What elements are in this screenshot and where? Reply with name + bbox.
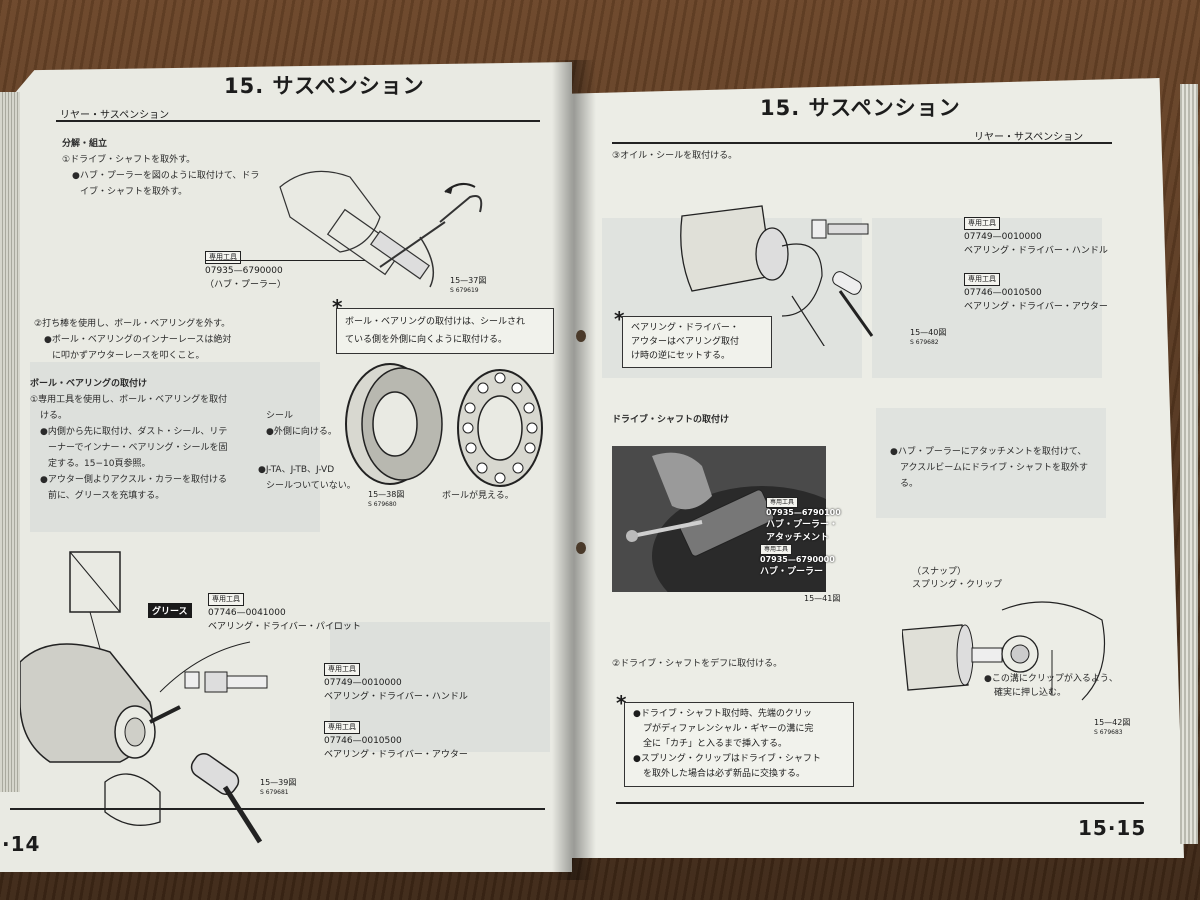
figure-15-42: 15—42図 S 679683: [1094, 718, 1131, 736]
caution-star-icon: *: [616, 691, 627, 715]
special-tool-badge: 専用工具: [964, 217, 1000, 230]
seal-label: シール ●外側に向ける。: [266, 411, 337, 437]
hub-attachment-note: ●ハブ・プーラーにアタッチメントを取付けて、 アクスルビームにドライブ・シャフト…: [890, 447, 1089, 489]
section-header: リヤー・サスペンション: [974, 132, 1084, 143]
hub-puller-photo: [612, 446, 826, 592]
figure-15-39: 15—39図 S 679681: [260, 778, 297, 796]
heading-bearing-install: ボール・ベアリングの取付け: [30, 379, 148, 389]
special-tool-badge: 専用工具: [205, 251, 241, 264]
print-tint: [876, 408, 1106, 518]
page-title: 15. サスペンション: [760, 96, 961, 120]
special-tool-badge: 専用工具: [964, 273, 1000, 286]
figure-15-41: 15—41図: [804, 594, 841, 603]
step2-text: ②打ち棒を使用し、ボール・ベアリングを外す。 ●ボール・ベアリングのインナーレー…: [34, 319, 232, 361]
tool-name: ベアリング・ドライバー・パイロット: [208, 622, 361, 632]
spring-clip-callout: （スナップ） スプリング・クリップ: [912, 566, 1002, 592]
hub-puller-drawing: [279, 170, 483, 288]
grease-label: グリース: [148, 603, 192, 618]
oil-seal-drawing: [680, 205, 874, 346]
tool-name: アタッチメント: [766, 533, 830, 543]
print-tint: [330, 622, 550, 752]
special-tool-badge: 専用工具: [766, 497, 799, 508]
special-tool-badge: 専用工具: [208, 593, 244, 606]
snap-label: （スナップ）: [912, 567, 967, 577]
figure-15-38: 15—38図 S 679680: [368, 490, 405, 508]
tool-number: 07749—0010000: [964, 232, 1042, 242]
tool-number: 07935—6790100: [766, 508, 841, 517]
tool-number: 07746—0010500: [964, 288, 1042, 298]
step1-text: ①ドライブ・シャフトを取外す。 ●ハブ・プーラーを図のように取付けて、ドラ イブ…: [62, 155, 260, 197]
binding-hole: [576, 330, 586, 342]
special-tool-badge: 専用工具: [324, 721, 360, 734]
tool-callout-handle: 専用工具 07749—0010000 ベアリング・ドライバー・ハンドル: [324, 656, 468, 704]
figure-15-40: 15—40図 S 679682: [910, 328, 947, 346]
footer-rule: [10, 808, 545, 810]
tool-callout-pilot: 専用工具 07746—0041000 ベアリング・ドライバー・パイロット: [208, 586, 361, 634]
tool-number: 07935—6790000: [205, 266, 283, 276]
install-text: ①専用工具を使用し、ボール・ベアリングを取付 ける。 ●内側から先に取付け、ダス…: [30, 395, 228, 501]
tool-name: ハブ・プーラー・: [766, 520, 839, 530]
ball-visible-label: ボールが見える。: [442, 491, 514, 501]
heading-disassembly: 分解・組立: [62, 139, 108, 149]
tool-callout-outer: 専用工具 07746—0010500 ベアリング・ドライバー・アウター: [964, 266, 1108, 314]
print-tint: [872, 218, 1102, 378]
page-title: 15. サスペンション: [224, 74, 425, 98]
special-tool-badge: 専用工具: [760, 544, 793, 555]
tool-name: ベアリング・ドライバー・ハンドル: [324, 692, 468, 702]
section-header: リヤー・サスペンション: [60, 110, 170, 121]
tool-name: ハブ・プーラー: [760, 567, 824, 577]
tool-callout-handle: 専用工具 07749—0010000 ベアリング・ドライバー・ハンドル: [964, 210, 1108, 258]
tool-name: ベアリング・ドライバー・アウター: [964, 302, 1108, 312]
header-rule: [56, 120, 540, 122]
tool-number: 07749—0010000: [324, 678, 402, 688]
note-driver-reverse: ベアリング・ドライバー・ アウターはベアリング取付 け時の逆にセットする。: [622, 316, 772, 368]
tool-callout-outer: 専用工具 07746—0010500 ベアリング・ドライバー・アウター: [324, 714, 468, 762]
note-bearing-orientation: ボール・ベアリングの取付けは、シールされ ている側を外側に向くように取付ける。: [336, 308, 554, 354]
print-tint: [30, 362, 320, 532]
step3-text: ③オイル・シールを取付ける。: [612, 151, 738, 161]
page-stack-edge-right: [1180, 84, 1198, 844]
header-rule: [612, 142, 1112, 144]
bearing-driver-drawing: [19, 551, 268, 844]
step2-driveshaft-text: ②ドライブ・シャフトをデフに取付ける。: [612, 659, 783, 669]
spring-clip-label: スプリング・クリップ: [912, 580, 1003, 590]
figure-15-37: 15—37図 S 679619: [450, 276, 487, 294]
binding-hole: [576, 542, 586, 554]
tool-name: （ハブ・プーラー）: [205, 280, 287, 290]
caution-star-icon: *: [614, 307, 625, 331]
caution-star-icon: *: [332, 295, 343, 319]
right-page: 15. サスペンション リヤー・サスペンション ③オイル・シールを取付ける。 専…: [572, 78, 1184, 858]
page-number: ·14: [2, 832, 41, 856]
tool-name: ベアリング・ドライバー・アウター: [324, 750, 468, 760]
note-clip-install: ●ドライブ・シャフト取付時、先端のクリッ プがディファレンシャル・ギヤーの溝に完…: [624, 702, 854, 787]
photo-callout-attachment: 専用工具 07935—6790100 ハブ・プーラー・ アタッチメント: [766, 489, 841, 543]
driver-attachment-icon: [811, 219, 869, 239]
tool-number: 07746—0010500: [324, 736, 402, 746]
footer-rule: [616, 802, 1144, 804]
left-page: 15. サスペンション リヤー・サスペンション 分解・組立 ①ドライブ・シャフト…: [0, 62, 572, 872]
jta-note: ●J-TA、J-TB、J-VD シールついていない。: [258, 465, 356, 491]
tool-name: ベアリング・ドライバー・ハンドル: [964, 246, 1108, 256]
spring-clip-drawing: [902, 601, 1105, 701]
photo-callout-hub-puller: 専用工具 07935—6790000 ハブ・プーラー: [760, 536, 835, 577]
tool-number: 07746—0041000: [208, 608, 286, 618]
clip-groove-note: ●この溝にクリップが入るよう、 確実に押し込む。: [984, 674, 1118, 698]
page-number: 15·15: [1078, 816, 1147, 840]
tool-callout-hub-puller: 専用工具 07935—6790000 （ハブ・プーラー）: [205, 244, 286, 292]
photo-scene: [612, 446, 826, 592]
leader-line: [205, 260, 365, 261]
tool-number: 07935—6790000: [760, 555, 835, 564]
heading-driveshaft-install: ドライブ・シャフトの取付け: [612, 415, 730, 425]
ball-bearing-drawing: [345, 363, 543, 487]
special-tool-badge: 専用工具: [324, 663, 360, 676]
page-stack-edge-left: [0, 92, 20, 792]
